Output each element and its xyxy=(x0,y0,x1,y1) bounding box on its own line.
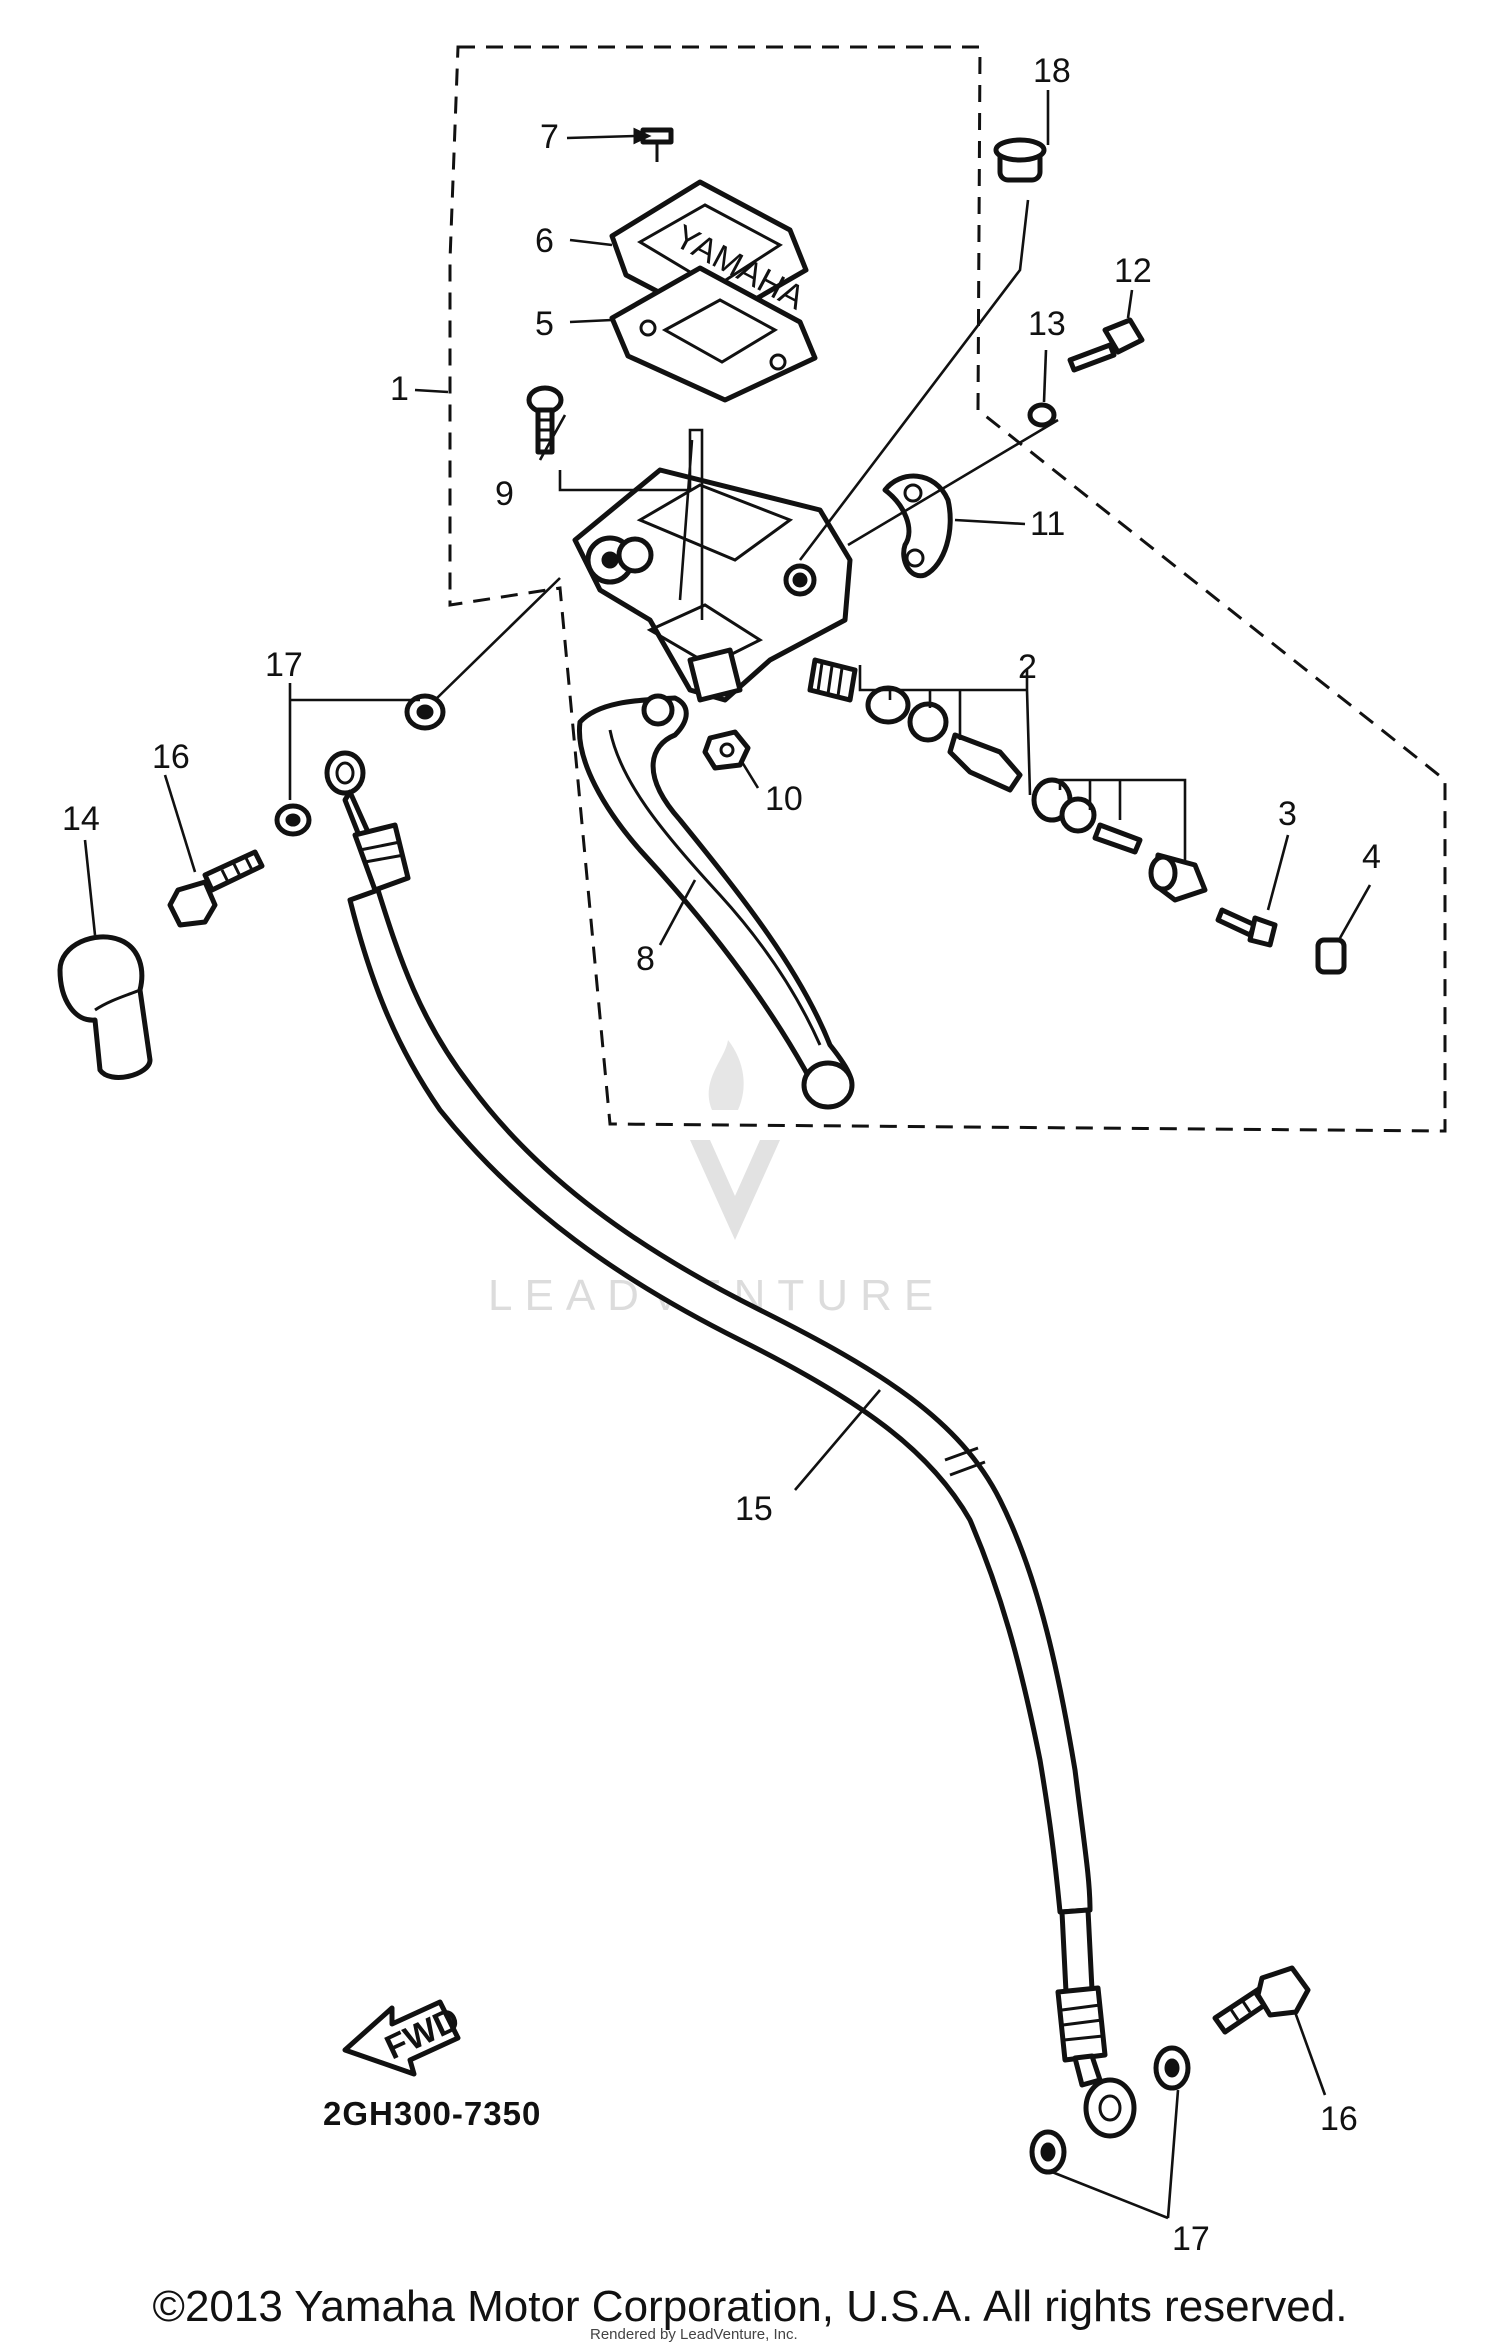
label-part-17-lower: 17 xyxy=(1172,2220,1210,2258)
label-part-6: 6 xyxy=(535,222,554,260)
label-part-5: 5 xyxy=(535,305,554,343)
leader-lines xyxy=(83,90,1372,2220)
part-11-clamp xyxy=(882,473,953,579)
part-17-washer-lower-right xyxy=(1153,2045,1191,2091)
part-12-bolt xyxy=(1067,317,1145,373)
assembly-boundary xyxy=(448,45,1447,1133)
label-part-8: 8 xyxy=(636,940,655,978)
label-part-7: 7 xyxy=(540,118,559,156)
master-cylinder-body xyxy=(572,467,853,703)
fwd-arrow-icon: FWD xyxy=(342,1999,466,2077)
label-part-13: 13 xyxy=(1028,305,1066,343)
label-part-3: 3 xyxy=(1278,795,1297,833)
part-17-washer-upper xyxy=(404,693,446,731)
part-10-nut xyxy=(702,729,751,771)
label-part-9: 9 xyxy=(495,475,514,513)
label-part-16-lower: 16 xyxy=(1320,2100,1358,2138)
label-part-18: 18 xyxy=(1033,52,1071,90)
part-17-washer-lower-left xyxy=(1029,2129,1067,2175)
copyright-notice: ©2013 Yamaha Motor Corporation, U.S.A. A… xyxy=(152,2282,1348,2331)
part-13-washer xyxy=(1027,402,1057,428)
part-3-bleeder-screw xyxy=(1215,907,1278,948)
part-4-cap xyxy=(1315,937,1347,975)
part-16-union-bolt-upper xyxy=(167,849,265,928)
label-part-17-upper: 17 xyxy=(265,646,303,684)
part-14-boot xyxy=(57,934,153,1080)
drawing-code: 2GH300-7350 xyxy=(323,2095,541,2132)
part-18-cap xyxy=(993,137,1047,183)
label-part-11: 11 xyxy=(1030,505,1065,543)
part-17-washer-left xyxy=(274,803,312,837)
part-15-brake-hose xyxy=(324,750,1137,2139)
part-number-labels: 7 6 5 18 12 13 11 1 9 2 17 16 14 10 3 4 … xyxy=(62,52,1381,2258)
label-part-10: 10 xyxy=(765,780,803,818)
label-part-4: 4 xyxy=(1362,838,1381,876)
part-9-bolt xyxy=(526,385,564,455)
label-part-2: 2 xyxy=(1018,648,1037,686)
part-2-piston-kit xyxy=(807,657,1208,903)
part-16-union-bolt-lower xyxy=(1212,1965,1311,2035)
label-part-1: 1 xyxy=(390,370,409,408)
label-part-15: 15 xyxy=(735,1490,773,1528)
label-part-16-upper: 16 xyxy=(152,738,190,776)
part-6-reservoir-cover: YAMAHA xyxy=(609,179,811,325)
part-5-diaphragm xyxy=(609,265,818,403)
part-8-brake-lever xyxy=(576,693,855,1110)
label-part-14: 14 xyxy=(62,800,100,838)
render-credit: Rendered by LeadVenture, Inc. xyxy=(590,2326,798,2343)
label-part-12: 12 xyxy=(1114,252,1152,290)
